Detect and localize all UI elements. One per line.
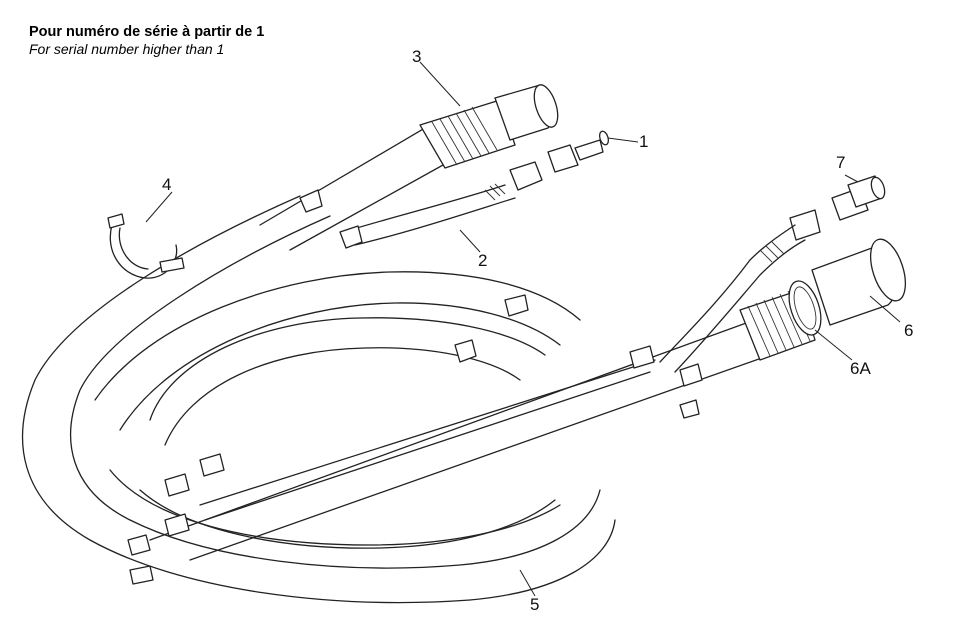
callout-6: 6 xyxy=(904,321,913,340)
callout-3: 3 xyxy=(412,47,421,66)
upper-hose xyxy=(259,124,471,251)
hose-clips xyxy=(127,189,703,585)
heading-french: Pour numéro de série à partir de 1 xyxy=(29,24,265,40)
hose-end-3 xyxy=(419,84,559,169)
connector-1 xyxy=(509,130,610,191)
hose-end-6 xyxy=(739,238,907,361)
callout-6a: 6A xyxy=(850,359,871,378)
diagram-heading: Pour numéro de série à partir de 1 For s… xyxy=(29,23,264,58)
small-hose-2 xyxy=(349,183,516,246)
clip-4 xyxy=(107,213,185,279)
callout-4: 4 xyxy=(162,175,171,194)
callout-1: 1 xyxy=(639,132,648,151)
heading-english: For serial number higher than 1 xyxy=(29,41,225,57)
leader-lines xyxy=(145,61,901,597)
connector-7 xyxy=(789,175,886,241)
callout-2: 2 xyxy=(478,251,487,270)
coiled-cable xyxy=(21,195,616,604)
callout-7: 7 xyxy=(836,153,845,172)
callout-5: 5 xyxy=(530,595,539,614)
hose-to-7 xyxy=(659,224,806,373)
